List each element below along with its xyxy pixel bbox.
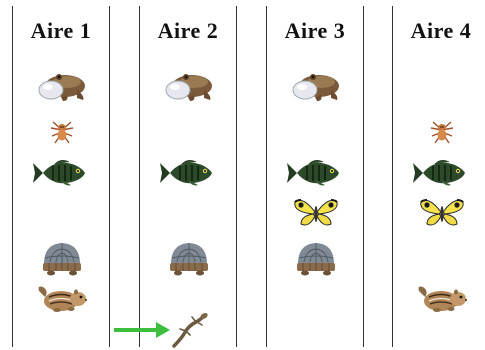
- spider-icon: [427, 116, 457, 146]
- fish-icon: [31, 156, 91, 190]
- area-title-3: Aire 3: [267, 18, 363, 44]
- lizard-icon: [170, 310, 210, 350]
- fish-icon: [158, 156, 218, 190]
- spider-icon: [47, 116, 77, 146]
- chipmunk-icon: [35, 281, 89, 315]
- butterfly-icon: [417, 196, 467, 230]
- frog-icon: [291, 68, 341, 102]
- chipmunk-icon: [415, 281, 469, 315]
- turtle-icon: [167, 238, 211, 278]
- area-panel-2: Aire 2: [139, 6, 237, 347]
- turtle-icon: [40, 238, 84, 278]
- area-panel-4: Aire 4: [392, 6, 485, 347]
- fish-icon: [285, 156, 345, 190]
- area-title-4: Aire 4: [393, 18, 485, 44]
- area-panel-3: Aire 3: [266, 6, 364, 347]
- butterfly-icon: [291, 196, 341, 230]
- frog-icon: [164, 68, 214, 102]
- fish-icon: [411, 156, 471, 190]
- arrow-icon: [112, 320, 172, 340]
- turtle-icon: [294, 238, 338, 278]
- frog-icon: [37, 68, 87, 102]
- area-title-1: Aire 1: [13, 18, 109, 44]
- area-title-2: Aire 2: [140, 18, 236, 44]
- area-panel-1: Aire 1: [12, 6, 110, 347]
